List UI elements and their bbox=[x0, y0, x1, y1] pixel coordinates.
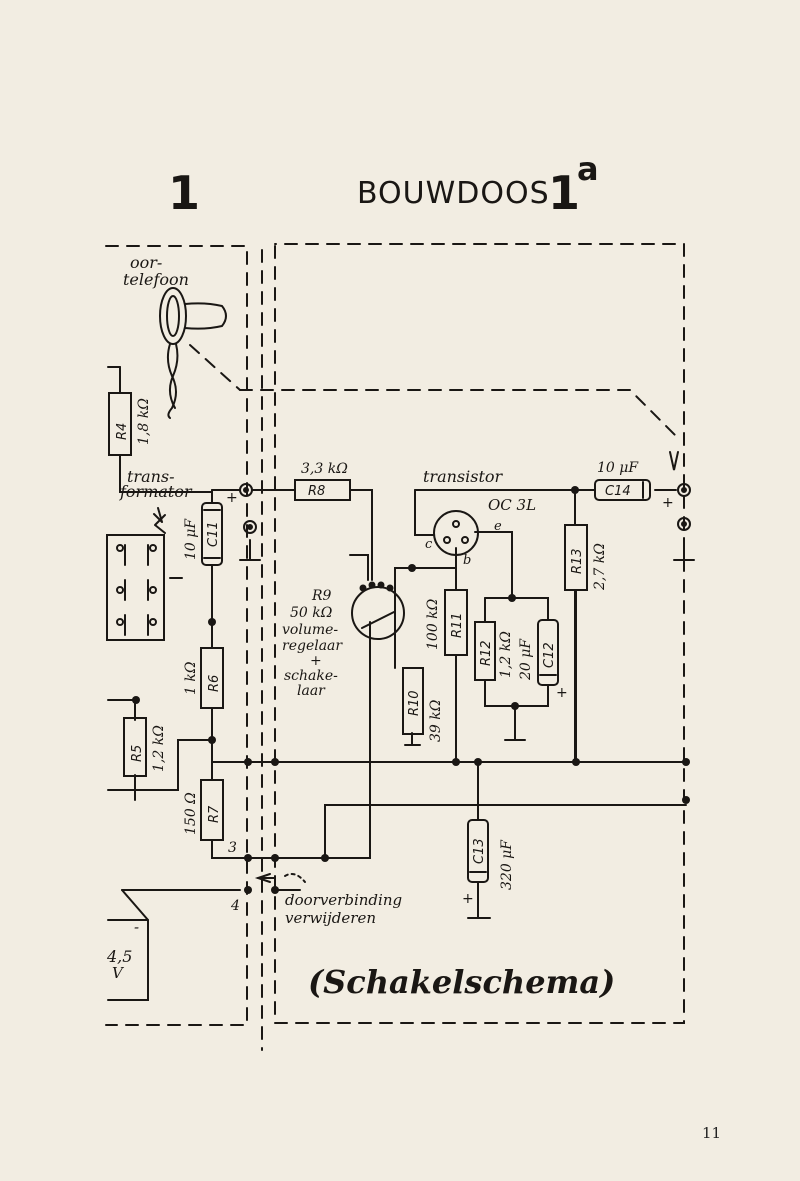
note-line-2: verwijderen bbox=[285, 909, 376, 927]
r10-value: 39 kΩ bbox=[428, 699, 444, 742]
pot-desc-3: + bbox=[310, 653, 322, 669]
resistor-bodies bbox=[108, 392, 588, 841]
c11-body bbox=[201, 502, 223, 566]
pot-value: 50 kΩ bbox=[290, 605, 333, 621]
r6-value: 1 kΩ bbox=[183, 661, 199, 695]
r12-name: R12 bbox=[479, 640, 494, 666]
r7-value: 150 Ω bbox=[183, 792, 199, 835]
r11-body bbox=[444, 589, 468, 656]
diagram-caption: (Schakelschema) bbox=[308, 963, 615, 1001]
c14-name: C14 bbox=[605, 484, 631, 499]
page-title-number: 1 bbox=[548, 166, 581, 220]
junction-dots bbox=[132, 486, 690, 894]
r10-name: R10 bbox=[407, 690, 422, 716]
page-title: BOUWDOOS bbox=[357, 176, 550, 211]
pot-name: R9 bbox=[311, 588, 332, 604]
r5-name: R5 bbox=[130, 745, 145, 762]
earphone-label-2: telefoon bbox=[123, 270, 189, 289]
r11-name: R11 bbox=[450, 612, 465, 638]
r12-body bbox=[474, 621, 496, 681]
terminal-4-label: 4 bbox=[230, 898, 240, 914]
c11-value: 10 μF bbox=[183, 518, 199, 560]
battery-minus: - bbox=[134, 918, 139, 936]
r5-value: 1,2 kΩ bbox=[151, 725, 167, 772]
earphone-arrow bbox=[669, 451, 679, 471]
transistor-pin-c: c bbox=[425, 537, 433, 552]
transistor-label: transistor bbox=[423, 467, 504, 486]
r8-value: 3,3 kΩ bbox=[301, 461, 348, 477]
pot-desc-2: regelaar bbox=[282, 638, 343, 654]
c12-value: 20 μF bbox=[518, 638, 534, 681]
left-panel-border bbox=[105, 245, 248, 1026]
r11-value: 100 kΩ bbox=[425, 598, 441, 650]
transistor-pin-b: b bbox=[463, 553, 471, 568]
transformer-label-2: formator bbox=[119, 482, 193, 501]
battery-voltage: 4,5 bbox=[106, 947, 132, 966]
c12-body bbox=[537, 619, 559, 686]
transistor-type: OC 3L bbox=[488, 496, 536, 514]
earphone bbox=[159, 287, 227, 419]
r5-body bbox=[123, 717, 147, 777]
panel-borders bbox=[105, 243, 685, 1051]
pot-desc-5: laar bbox=[297, 683, 326, 699]
r4-value: 1,8 kΩ bbox=[136, 398, 152, 445]
r8-name: R8 bbox=[308, 484, 325, 499]
c11-plus: + bbox=[226, 490, 238, 506]
c14-plus: + bbox=[662, 495, 674, 511]
r13-value: 2,7 kΩ bbox=[592, 543, 608, 591]
c13-plus: + bbox=[462, 891, 474, 907]
c14-value: 10 μF bbox=[597, 460, 639, 476]
capacitor-bodies bbox=[201, 479, 651, 883]
earphone-label-1: oor- bbox=[130, 253, 162, 272]
r4-name: R4 bbox=[115, 423, 130, 440]
terminal-3-label: 3 bbox=[228, 840, 237, 856]
r13-name: R13 bbox=[570, 548, 585, 574]
pot-desc-1: volume- bbox=[282, 622, 338, 638]
r6-name: R6 bbox=[207, 675, 222, 692]
c13-name: C13 bbox=[472, 838, 487, 864]
note-line-1: doorverbinding bbox=[285, 891, 402, 909]
earphone-link-dashed bbox=[239, 389, 681, 441]
r7-body bbox=[200, 779, 224, 841]
terminals bbox=[239, 483, 691, 534]
transistor-symbol bbox=[433, 510, 479, 556]
c12-plus: + bbox=[556, 685, 568, 701]
note-arrow-dotted bbox=[284, 873, 306, 883]
transformer-label-1: trans- bbox=[127, 467, 175, 486]
c14-body bbox=[594, 479, 651, 501]
r6-body bbox=[200, 647, 224, 709]
page-footer-number: 11 bbox=[702, 1124, 722, 1142]
c12-name: C12 bbox=[542, 642, 557, 668]
r4-body bbox=[108, 392, 132, 456]
c13-body bbox=[467, 819, 489, 883]
pot-desc-4: schake- bbox=[284, 668, 338, 684]
battery-unit: V bbox=[112, 964, 125, 982]
circuit-wiring bbox=[107, 366, 695, 1001]
transformer bbox=[106, 507, 165, 641]
page-title-superscript: a bbox=[577, 150, 599, 188]
potentiometer-symbol bbox=[351, 581, 405, 640]
right-panel-border bbox=[274, 243, 685, 1024]
r10-body bbox=[402, 667, 424, 735]
c13-value: 320 μF bbox=[499, 839, 515, 890]
r8-body bbox=[294, 479, 351, 501]
c11-name: C11 bbox=[206, 521, 221, 547]
r12-value: 1,2 kΩ bbox=[498, 631, 514, 678]
r7-name: R7 bbox=[207, 805, 222, 823]
earphone-pointer-dashed bbox=[189, 344, 241, 391]
transistor-pin-e: e bbox=[494, 519, 502, 534]
page-left-number: 1 bbox=[168, 166, 201, 220]
r13-body bbox=[564, 524, 588, 591]
